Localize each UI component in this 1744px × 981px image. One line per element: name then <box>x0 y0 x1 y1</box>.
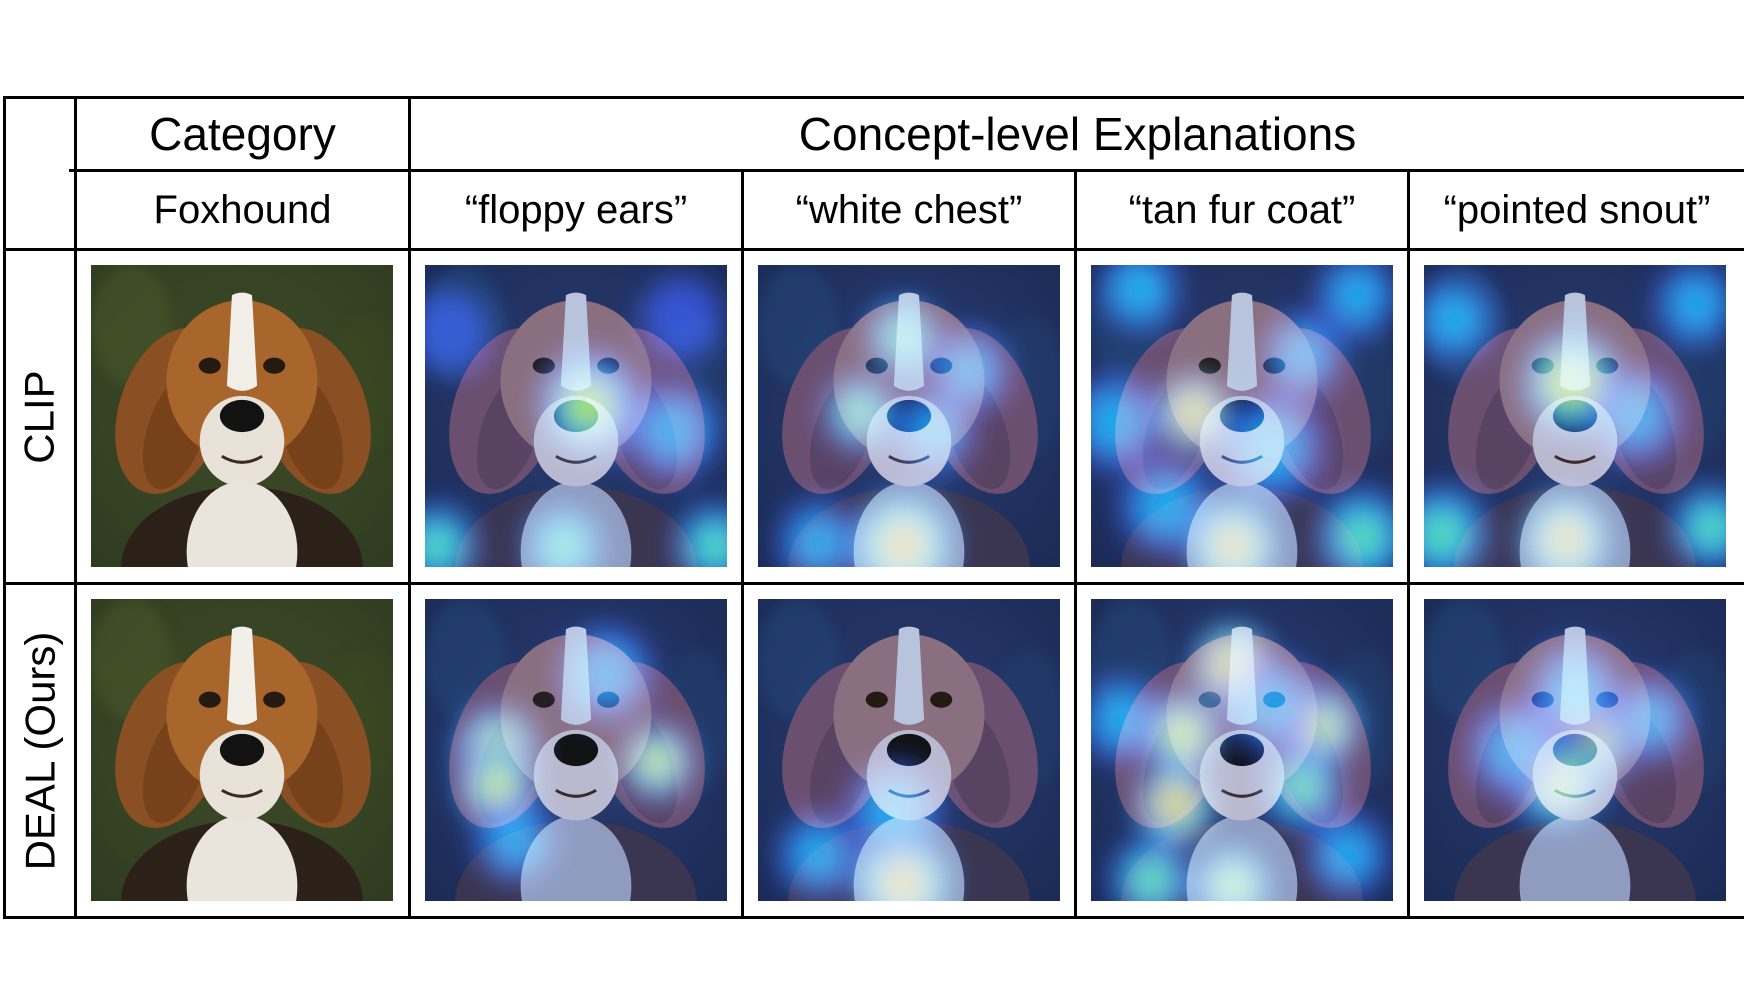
row-label-clip: CLIP <box>16 369 63 464</box>
deal-heatmap-white-chest <box>758 599 1060 901</box>
concept-label-tan-fur-coat: “tan fur coat” <box>1128 187 1356 232</box>
deal-original-dog-image <box>91 599 393 901</box>
clip-heatmap-pointed-snout <box>1424 265 1726 567</box>
row-label-deal: DEAL (Ours) <box>16 631 64 870</box>
deal-heatmap-floppy-ears <box>425 599 727 901</box>
header-bottom-rule <box>3 248 1744 251</box>
clip-heatmap-white-chest <box>758 265 1060 567</box>
category-column-rule <box>408 96 411 919</box>
deal-heatmap-tan-fur-coat <box>1091 599 1393 901</box>
table-bottom-rule <box>3 916 1744 919</box>
concept-label-pointed-snout: “pointed snout” <box>1443 187 1711 232</box>
table-left-rule <box>3 96 6 919</box>
deal-heatmap-pointed-snout <box>1424 599 1726 901</box>
class-name-foxhound: Foxhound <box>153 187 332 232</box>
results-table: Category Concept-level Explanations Foxh… <box>3 96 1744 919</box>
category-header: Category <box>149 107 336 160</box>
concept-label-white-chest: “white chest” <box>795 187 1023 232</box>
concept-column-rule-1 <box>741 169 744 919</box>
table-top-rule <box>3 96 1744 99</box>
concept-label-floppy-ears: “floppy ears” <box>464 187 688 232</box>
clip-heatmap-floppy-ears <box>425 265 727 567</box>
label-column-rule <box>74 96 77 919</box>
clip-original-dog-image <box>91 265 393 567</box>
clip-heatmap-tan-fur-coat <box>1091 265 1393 567</box>
concept-column-rule-2 <box>1074 169 1077 919</box>
concept-column-rule-3 <box>1407 169 1410 919</box>
row-divider <box>3 582 1744 585</box>
concept-explanations-header: Concept-level Explanations <box>798 107 1357 160</box>
header-divider <box>69 169 1744 172</box>
